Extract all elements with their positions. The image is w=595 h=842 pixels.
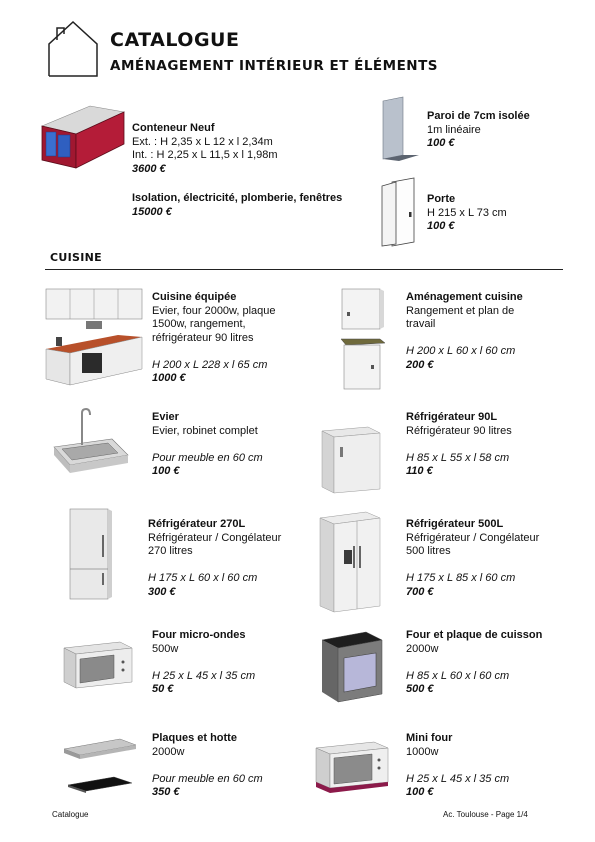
wall-panel-image bbox=[382, 96, 419, 161]
footer-left: Catalogue bbox=[52, 810, 89, 819]
item-dims: H 200 x L 228 x l 65 cm bbox=[152, 358, 268, 371]
item-name: Cuisine équipée bbox=[152, 291, 237, 303]
page-title: CATALOGUE bbox=[110, 29, 240, 51]
footer-page-number: Ac. Toulouse - Page 1/4 bbox=[443, 810, 528, 819]
fridge-500l-image bbox=[319, 511, 381, 613]
oven-hob-image bbox=[321, 631, 383, 703]
item-desc: 1000w bbox=[406, 745, 439, 758]
item-name: Paroi de 7cm isolée bbox=[427, 110, 530, 122]
item-dims: H 175 x L 85 x l 60 cm bbox=[406, 572, 516, 584]
sink-item: Evier Evier, robinet complet Pour meuble… bbox=[152, 411, 332, 479]
item-desc: Rangement et plan de bbox=[406, 304, 515, 317]
item-desc: Evier, robinet complet bbox=[152, 424, 258, 437]
fridge-90l-image bbox=[321, 426, 381, 494]
page-subtitle: AMÉNAGEMENT INTÉRIEUR ET ÉLÉMENTS bbox=[110, 58, 439, 74]
item-price: 300 € bbox=[148, 585, 176, 598]
item-price: 110 € bbox=[406, 465, 433, 477]
item-desc: Réfrigérateur / Congélateur bbox=[148, 531, 282, 544]
item-price: 700 € bbox=[406, 585, 434, 598]
item-dims: H 85 x L 55 x l 58 cm bbox=[406, 451, 510, 464]
item-dims: Pour meuble en 60 cm bbox=[152, 451, 263, 464]
item-dims: H 25 x L 45 x l 35 cm bbox=[406, 772, 510, 785]
item-desc: 500w bbox=[152, 642, 179, 655]
kitchen-units-image bbox=[340, 288, 386, 390]
item-dims: H 85 x L 60 x l 60 cm bbox=[406, 669, 510, 682]
item-desc: Réfrigérateur / Congélateur bbox=[406, 531, 540, 544]
item-name: Aménagement cuisine bbox=[406, 291, 523, 303]
item-price: 100 € bbox=[427, 137, 455, 149]
item-price: 50 € bbox=[152, 683, 174, 695]
wall-panel-item: Paroi de 7cm isolée 1m linéaire 100 € bbox=[427, 110, 587, 151]
item-name: Réfrigérateur 500L bbox=[406, 518, 504, 530]
kitchen-equipped-item: Cuisine équipée Evier, four 2000w, plaqu… bbox=[152, 291, 332, 386]
sink-image bbox=[53, 407, 129, 473]
item-name: Isolation, électricité, plomberie, fenêt… bbox=[132, 192, 343, 204]
fridge-270l-image bbox=[69, 508, 112, 600]
door-item: Porte H 215 x L 73 cm 100 € bbox=[427, 193, 587, 234]
item-dims: H 25 x L 45 x l 35 cm bbox=[152, 669, 256, 682]
item-dims: Pour meuble en 60 cm bbox=[152, 772, 263, 785]
fridge-90l-item: Réfrigérateur 90L Réfrigérateur 90 litre… bbox=[406, 411, 566, 479]
item-desc: 1500w, rangement, bbox=[152, 318, 246, 330]
item-price: 200 € bbox=[406, 358, 434, 371]
fridge-500l-item: Réfrigérateur 500L Réfrigérateur / Congé… bbox=[406, 518, 566, 599]
item-name: Mini four bbox=[406, 732, 453, 744]
item-name: Plaques et hotte bbox=[152, 732, 237, 744]
container-image bbox=[41, 105, 125, 169]
item-desc: travail bbox=[406, 318, 436, 330]
kitchen-fitting-item: Aménagement cuisine Rangement et plan de… bbox=[406, 291, 566, 372]
item-desc: 2000w bbox=[152, 745, 185, 758]
microwave-image bbox=[63, 641, 133, 689]
oven-hob-item: Four et plaque de cuisson 2000w H 85 x L… bbox=[406, 629, 576, 697]
mini-oven-item: Mini four 1000w H 25 x L 45 x l 35 cm 10… bbox=[406, 732, 566, 800]
insulation-item: Isolation, électricité, plomberie, fenêt… bbox=[132, 192, 382, 219]
item-price: 15000 € bbox=[132, 205, 172, 218]
item-desc: 270 litres bbox=[148, 545, 193, 557]
item-detail: H 215 x L 73 cm bbox=[427, 206, 507, 219]
item-name: Réfrigérateur 270L bbox=[148, 518, 246, 530]
item-price: 350 € bbox=[152, 786, 180, 798]
hob-hood-image bbox=[63, 738, 137, 793]
item-desc: 2000w bbox=[406, 642, 439, 655]
item-name: Four micro-ondes bbox=[152, 629, 246, 641]
section-divider bbox=[45, 269, 563, 270]
item-price: 3600 € bbox=[132, 162, 166, 175]
item-desc: réfrigérateur 90 litres bbox=[152, 331, 254, 344]
item-dims: H 175 x L 60 x l 60 cm bbox=[148, 572, 258, 584]
item-price: 100 € bbox=[427, 220, 455, 232]
microwave-item: Four micro-ondes 500w H 25 x L 45 x l 35… bbox=[152, 629, 332, 697]
item-detail: Int. : H 2,25 x L 11,5 x l 1,98m bbox=[132, 149, 278, 161]
item-price: 1000 € bbox=[152, 372, 186, 384]
mini-oven-image bbox=[315, 741, 389, 793]
hob-hood-item: Plaques et hotte 2000w Pour meuble en 60… bbox=[152, 732, 332, 800]
fridge-270l-item: Réfrigérateur 270L Réfrigérateur / Congé… bbox=[148, 518, 328, 599]
container-item: Conteneur Neuf Ext. : H 2,35 x L 12 x l … bbox=[132, 122, 362, 176]
item-detail: Ext. : H 2,35 x L 12 x l 2,34m bbox=[132, 135, 273, 148]
item-name: Four et plaque de cuisson bbox=[406, 629, 543, 641]
item-desc: Réfrigérateur 90 litres bbox=[406, 424, 512, 437]
item-name: Réfrigérateur 90L bbox=[406, 411, 498, 423]
item-name: Evier bbox=[152, 411, 179, 423]
door-image bbox=[381, 177, 415, 247]
item-dims: H 200 x L 60 x l 60 cm bbox=[406, 345, 516, 357]
house-logo-icon bbox=[48, 20, 98, 77]
item-detail: 1m linéaire bbox=[427, 123, 481, 136]
item-name: Porte bbox=[427, 193, 456, 205]
item-price: 100 € bbox=[406, 786, 434, 798]
section-title: CUISINE bbox=[50, 251, 102, 264]
item-desc: 500 litres bbox=[406, 545, 451, 557]
item-name: Conteneur Neuf bbox=[132, 122, 215, 134]
equipped-kitchen-image bbox=[45, 288, 143, 386]
item-desc: Evier, four 2000w, plaque bbox=[152, 304, 276, 317]
item-price: 100 € bbox=[152, 465, 180, 477]
item-price: 500 € bbox=[406, 683, 434, 695]
